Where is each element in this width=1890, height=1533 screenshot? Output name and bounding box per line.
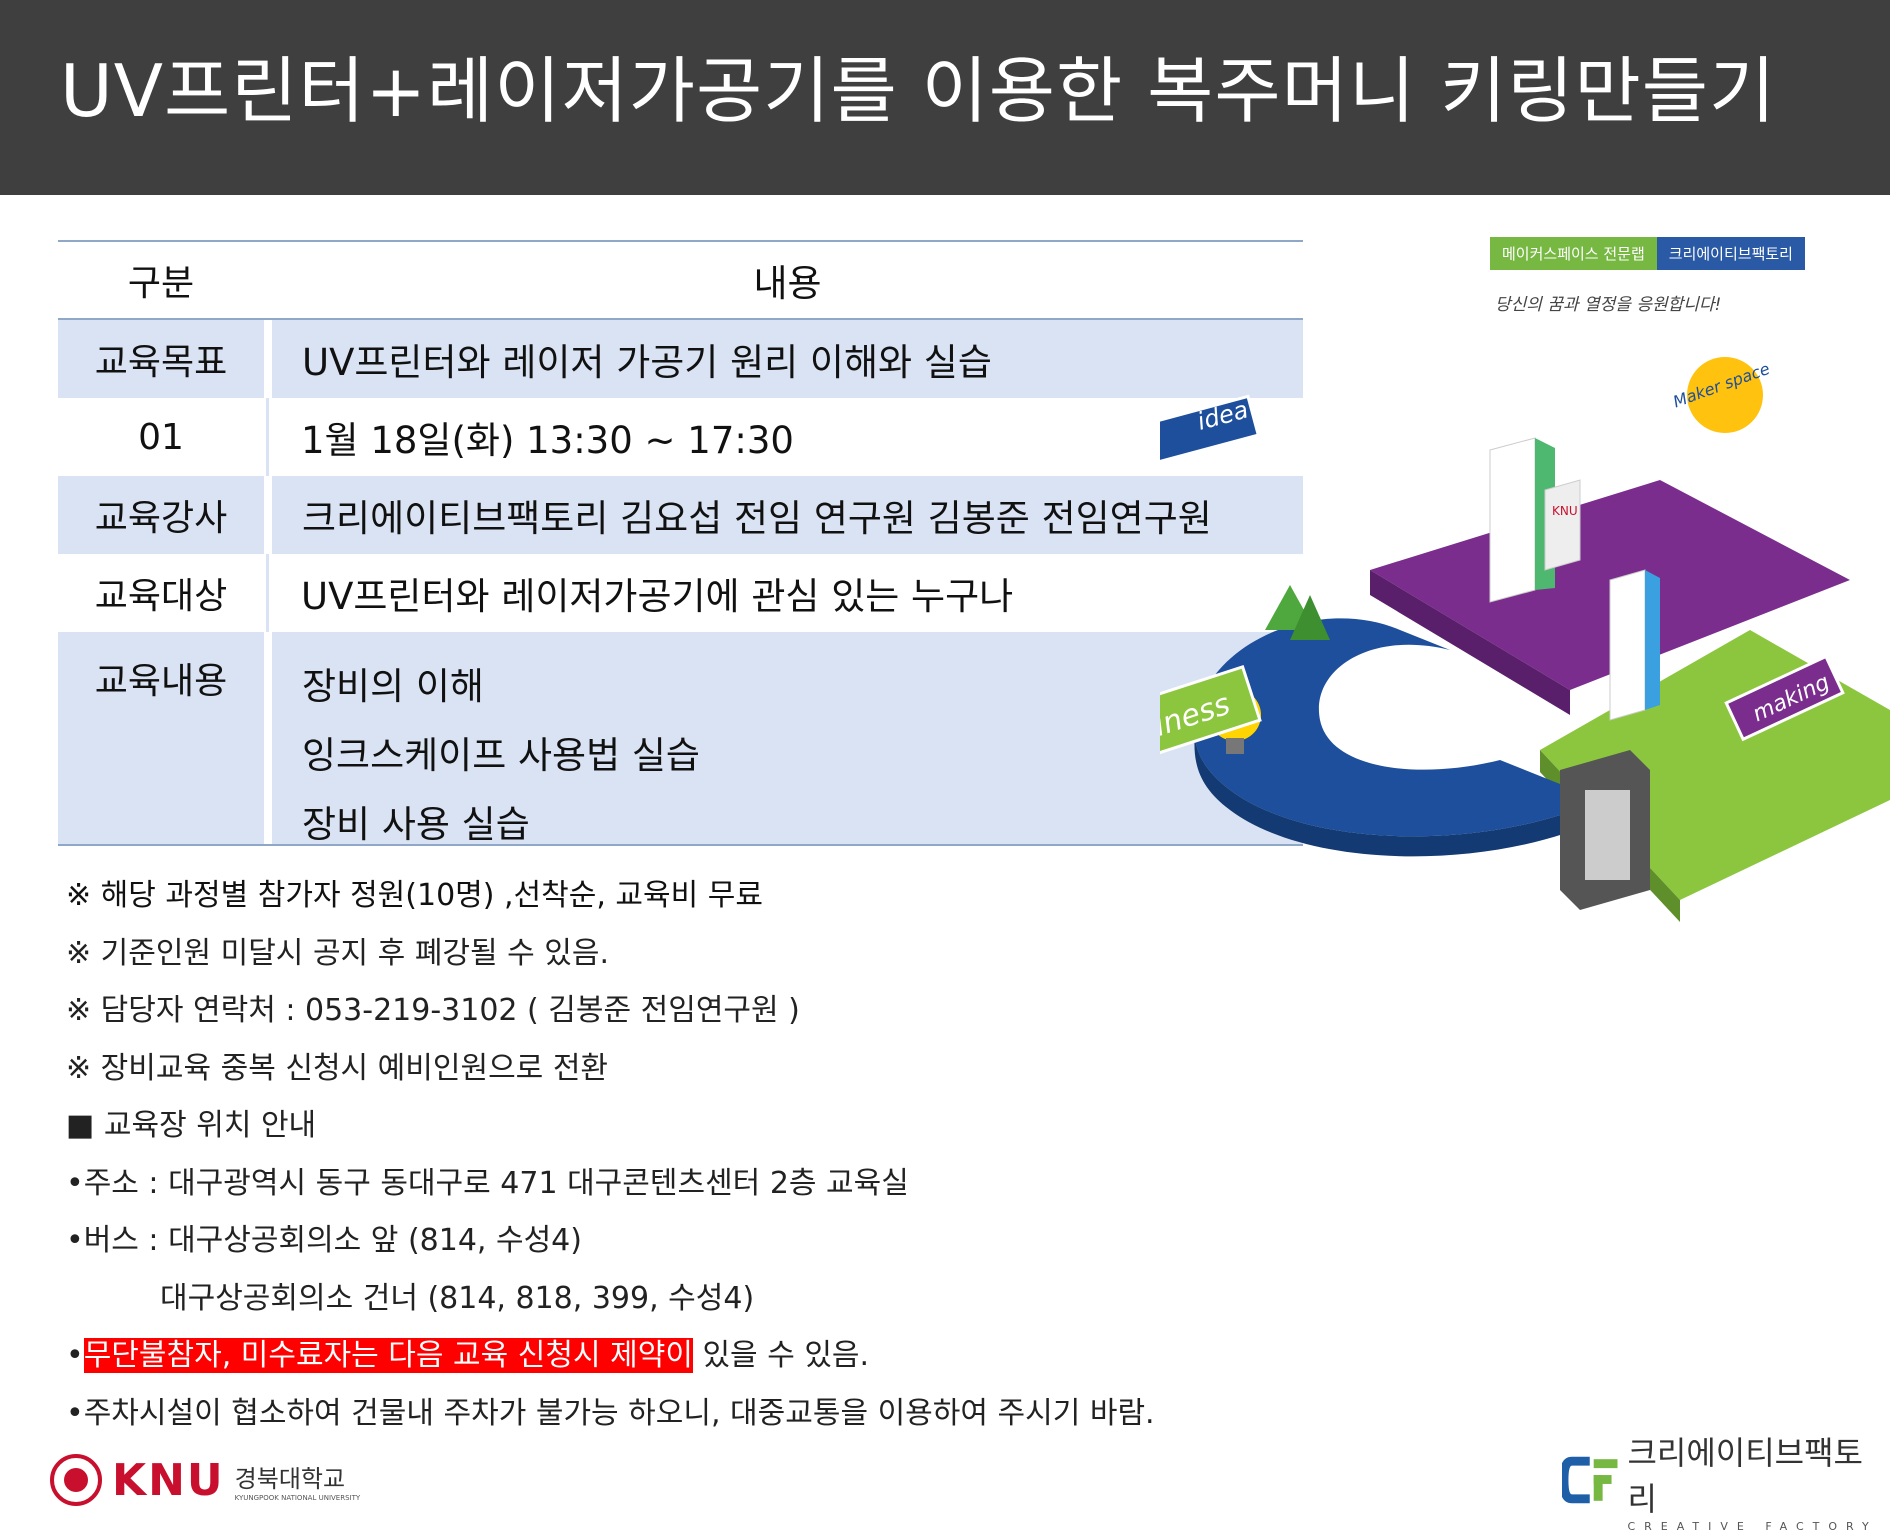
makerspace-illustration: KNU Maker space idea business making	[1160, 357, 1890, 922]
location-bus-opposite: 대구상공회의소 건너 (814, 818, 399, 수성4)	[160, 1280, 755, 1316]
row-label: 교육대상	[94, 576, 228, 617]
creative-factory-logo: 크리에이티브팩토리 CREATIVE FACTORY	[1562, 1434, 1890, 1533]
bullet: •	[66, 1338, 84, 1373]
location-address: •주소 : 대구광역시 동구 동대구로 471 대구콘텐츠센터 2층 교육실	[66, 1165, 909, 1201]
table-row-content: 교육내용 장비의 이해 잉크스케이프 사용법 실습 장비 사용 실습	[58, 632, 1303, 846]
highlighted-warning: 무단불참자, 미수료자는 다음 교육 신청시 제약이	[83, 1338, 693, 1373]
notice-list: ※ 해당 과정별 참가자 정원(10명) ,선착순, 교육비 무료 ※ 기준인원…	[66, 870, 1155, 1445]
row-value: UV프린터와 레이저가공기에 관심 있는 누구나	[301, 575, 1014, 618]
knu-emblem-icon	[50, 1454, 102, 1506]
row-label: 교육강사	[94, 498, 228, 539]
row-value: 크리에이티브팩토리 김요섭 전임 연구원 김봉준 전임연구원	[302, 497, 1212, 540]
content-item: 장비의 이해	[302, 665, 484, 708]
content-item: 잉크스케이프 사용법 실습	[302, 734, 700, 777]
table-top-rule	[58, 240, 1303, 242]
info-table: 구분 내용 교육목표 UV프린터와 레이저 가공기 원리 이해와 실습 01 1…	[58, 240, 1303, 846]
knu-logo: KNU 경북대학교 KYUNGPOOK NATIONAL UNIVERSITY	[48, 1452, 360, 1508]
cf-name: 크리에이티브팩토리	[1627, 1433, 1863, 1518]
tag-makerspace: 메이커스페이스 전문랩	[1490, 237, 1657, 270]
row-label: 교육내용	[94, 661, 228, 702]
header-bar: UV프린터+레이저가공기를 이용한 복주머니 키링만들기	[0, 0, 1890, 195]
notice-capacity: ※ 해당 과정별 참가자 정원(10명) ,선착순, 교육비 무료	[66, 878, 763, 913]
row-label: 교육목표	[94, 342, 228, 383]
table-row-target: 교육대상 UV프린터와 레이저가공기에 관심 있는 누구나	[58, 554, 1303, 632]
content-item: 장비 사용 실습	[302, 803, 530, 846]
knu-name: 경북대학교	[234, 1464, 346, 1493]
row-value: UV프린터와 레이저 가공기 원리 이해와 실습	[302, 341, 992, 384]
col-header-category: 구분	[127, 263, 195, 304]
table-row-instructor: 교육강사 크리에이티브팩토리 김요섭 전임 연구원 김봉준 전임연구원	[58, 476, 1303, 554]
col-header-content: 내용	[753, 262, 822, 305]
building-logo: KNU	[1552, 504, 1578, 518]
notice-duplicate: ※ 장비교육 중복 신청시 예비인원으로 전환	[66, 1050, 609, 1086]
tag-creative-factory: 크리에이티브팩토리	[1656, 237, 1805, 270]
knu-sub: KYUNGPOOK NATIONAL UNIVERSITY	[234, 1493, 361, 1502]
location-bus: •버스 : 대구상공회의소 앞 (814, 수성4)	[66, 1223, 582, 1258]
table-row-date: 01 1월 18일(화) 13:30 ~ 17:30	[58, 398, 1303, 476]
row-value: 1월 18일(화) 13:30 ~ 17:30	[301, 419, 794, 462]
knu-wordmark: KNU	[112, 1454, 225, 1506]
notice-cancel: ※ 기준인원 미달시 공지 후 폐강될 수 있음.	[66, 935, 610, 971]
row-label: 01	[138, 416, 184, 458]
promo-slogan: 당신의 꿈과 열정을 응원합니다!	[1495, 295, 1722, 315]
notice-contact: ※ 담당자 연락처 : 053-219-3102 ( 김봉준 전임연구원 )	[66, 993, 800, 1028]
warning-rest: 있을 수 있음.	[692, 1338, 870, 1373]
table-header-row: 구분 내용	[58, 242, 1303, 320]
notice-noshow: •무단불참자, 미수료자는 다음 교육 신청시 제약이 있을 수 있음.	[66, 1330, 1155, 1388]
cf-mark-icon	[1562, 1456, 1618, 1504]
cf-sub: CREATIVE FACTORY	[1627, 1519, 1878, 1533]
page-title: UV프린터+레이저가공기를 이용한 복주머니 키링만들기	[60, 49, 1777, 133]
content-list: 장비의 이해 잉크스케이프 사용법 실습 장비 사용 실습	[272, 632, 1303, 859]
location-heading: ■ 교육장 위치 안내	[66, 1108, 317, 1143]
table-row-goal: 교육목표 UV프린터와 레이저 가공기 원리 이해와 실습	[58, 320, 1303, 398]
notice-parking: •주차시설이 협소하여 건물내 주차가 불가능 하오니, 대중교통을 이용하여 …	[66, 1395, 1155, 1431]
